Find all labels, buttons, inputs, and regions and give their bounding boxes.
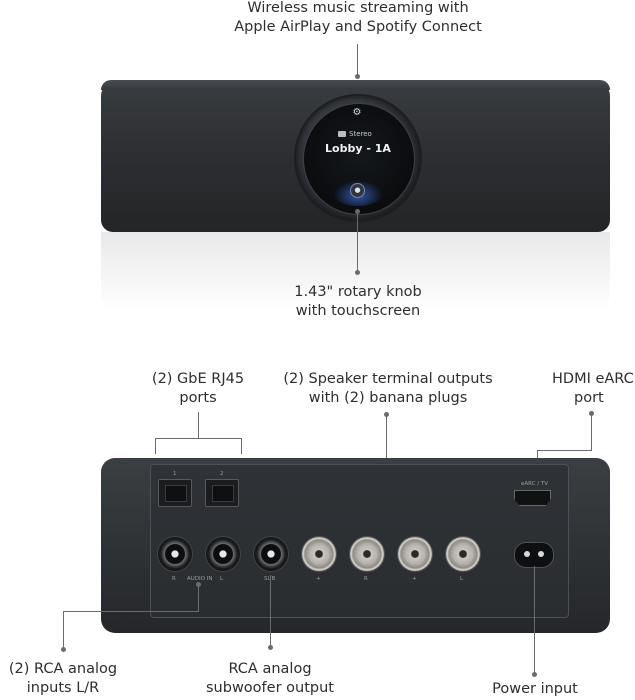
callout-rca-sub-dot [268, 645, 273, 650]
rj45-port-2[interactable] [205, 479, 239, 507]
power-input-socket[interactable] [514, 542, 554, 568]
rca-subwoofer[interactable] [254, 537, 288, 571]
callout-hdmi-elbow [537, 450, 592, 452]
callout-power-stem [534, 566, 536, 674]
callout-knob-line [357, 212, 359, 272]
callout-rj45-bracket [155, 438, 242, 440]
callout-speaker-dot [384, 412, 389, 417]
callout-rca-sub-line1: RCA analog [228, 661, 312, 677]
callout-power-label: Power input [470, 680, 600, 699]
callout-speaker-label: (2) Speaker terminal outputs with (2) ba… [268, 370, 508, 408]
spk-l-label: L [460, 576, 464, 582]
speaker-icon [338, 131, 346, 137]
spk-r-label: R [364, 576, 368, 582]
sub-label: SUB [264, 576, 275, 582]
callout-rca-inputs-dot-bottom [61, 647, 66, 652]
screen-zone-title: Lobby - 1A [325, 142, 391, 155]
callout-rj45-label: (2) GbE RJ45 ports [118, 370, 278, 408]
callout-rca-inputs-line2: inputs L/R [26, 680, 100, 696]
callout-wireless-line [357, 44, 359, 77]
speaker-terminal-3[interactable] [398, 537, 432, 571]
callout-power-dot [532, 672, 537, 677]
callout-rj45-line2: ports [179, 390, 217, 406]
hdmi-port-label: eARC / TV [521, 481, 549, 487]
speaker-terminal-4[interactable] [446, 537, 480, 571]
callout-rca-inputs-stem [198, 585, 200, 611]
callout-rca-inputs-label: (2) RCA analog inputs L/R [0, 660, 128, 698]
callout-speaker-line1: (2) Speaker terminal outputs [283, 371, 493, 387]
callout-hdmi-line2: port [574, 390, 604, 406]
callout-rj45-bracket-right [241, 438, 243, 454]
callout-wireless-label: Wireless music streaming with Apple AirP… [218, 0, 498, 37]
rca-input-r[interactable] [158, 537, 192, 571]
callout-rj45-line1: (2) GbE RJ45 [151, 371, 245, 387]
callout-knob-label: 1.43" rotary knob with touchscreen [258, 283, 458, 321]
screen-mode-label: Stereo [349, 130, 372, 138]
callout-power-line1: Power input [492, 681, 578, 697]
rca-r-label: R [172, 576, 176, 582]
rj45-2-label: 2 [220, 471, 224, 477]
rca-input-l[interactable] [206, 537, 240, 571]
callout-hdmi-dot [589, 411, 594, 416]
spk-plus-l-label: + [412, 576, 417, 582]
rj45-1-label: 1 [173, 471, 177, 477]
gear-icon[interactable]: ⚙ [352, 107, 362, 118]
callout-knob-line2: with touchscreen [295, 303, 421, 319]
callout-knob-dot-bottom [355, 270, 360, 275]
callout-hdmi-stem [591, 414, 593, 450]
front-device-top-edge [101, 80, 610, 90]
screen-mode-tag: Stereo [338, 129, 372, 139]
speaker-terminal-1[interactable] [302, 537, 336, 571]
callout-wireless-line1: Wireless music streaming with [247, 0, 469, 16]
screen-logo-icon[interactable]: ● [350, 183, 365, 198]
rca-l-label: L [220, 576, 224, 582]
callout-rj45-bracket-left [155, 438, 157, 454]
callout-rca-inputs-line1: (2) RCA analog [8, 661, 118, 677]
callout-knob-line1: 1.43" rotary knob [294, 284, 422, 300]
callout-hdmi-label: HDMI eARC port [552, 370, 635, 408]
callout-rca-sub-label: RCA analog subwoofer output [190, 660, 350, 698]
callout-rca-inputs-drop [63, 611, 65, 649]
callout-rca-inputs-dot [196, 582, 201, 587]
speaker-terminal-2[interactable] [350, 537, 384, 571]
callout-rj45-stem [198, 412, 200, 438]
callout-rca-sub-stem [270, 575, 272, 647]
callout-rca-inputs-elbow [63, 611, 199, 613]
callout-rca-sub-line2: subwoofer output [206, 680, 334, 696]
audio-in-label: AUDIO IN [187, 576, 213, 582]
spk-plus-r-label: + [316, 576, 321, 582]
callout-hdmi-line1: HDMI eARC [552, 371, 634, 387]
callout-knob-dot [355, 209, 360, 214]
rj45-port-1[interactable] [158, 479, 192, 507]
hdmi-earc-port[interactable] [514, 490, 551, 506]
callout-wireless-dot [355, 74, 360, 79]
callout-wireless-line2: Apple AirPlay and Spotify Connect [234, 19, 482, 35]
callout-speaker-line2: with (2) banana plugs [308, 390, 468, 406]
